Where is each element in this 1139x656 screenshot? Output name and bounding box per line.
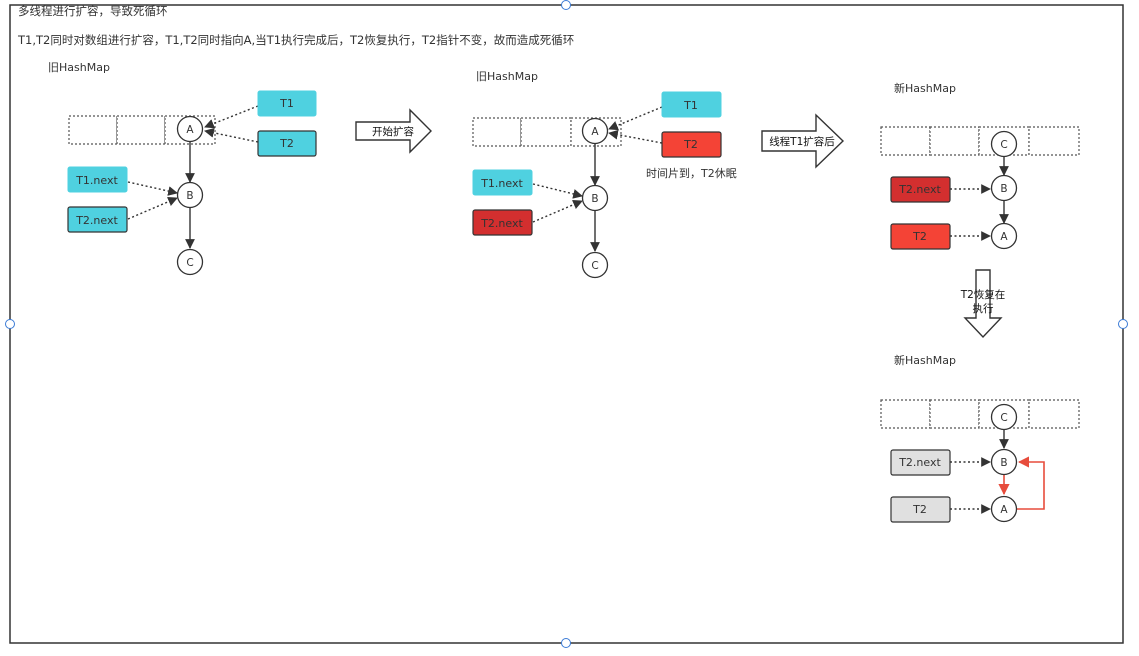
pointer-label: T2.next [898, 183, 941, 196]
pointer-label: T1 [683, 99, 698, 112]
node-c [176, 248, 204, 276]
diagram-title: 多线程进行扩容，导致死循环 [18, 4, 168, 18]
node-b [176, 181, 204, 209]
node-label: C [186, 257, 193, 269]
node-c [581, 251, 609, 279]
arrow-label: T2恢复在 [960, 288, 1006, 301]
pointer-label: T2 [912, 230, 927, 243]
pointer-label: T2 [683, 138, 698, 151]
node-a [990, 495, 1018, 523]
block-arrow-down [963, 269, 1003, 339]
bucket-cell [880, 399, 931, 429]
pointer-box-t1-next [472, 169, 533, 196]
pointer-box-t2-next [472, 209, 533, 236]
node-label: C [1000, 139, 1007, 151]
panel-old-hashmap-2: 旧HashMap A B C T1 T2 时间片到，T2休眠 T1.next T… [472, 70, 737, 279]
node-b [990, 448, 1018, 476]
node-b [990, 174, 1018, 202]
pointer-label: T1 [279, 97, 294, 110]
bucket-cell [68, 115, 118, 145]
pointer-box-t2-next [67, 206, 128, 233]
pointer-t2next-b [127, 196, 178, 220]
node-label: A [1000, 504, 1008, 516]
pointer-label: T1.next [75, 174, 118, 187]
bucket-cell [1028, 126, 1080, 156]
node-label: B [1000, 457, 1007, 469]
pointer-box-t1 [661, 91, 722, 118]
node-a [990, 222, 1018, 250]
node-label: B [1000, 183, 1007, 195]
panel-label: 旧HashMap [48, 61, 110, 74]
pointer-t1next-b [532, 183, 583, 199]
panel-new-hashmap-2: 新HashMap C B A T2.next T2 [880, 353, 1080, 523]
pointer-box-t1-next [67, 166, 128, 193]
diagram-description: T1,T2同时对数组进行扩容，T1,T2同时指向A,当T1执行完成后，T2恢复执… [17, 33, 574, 47]
pointer-t2-a [204, 127, 259, 143]
pointer-label: T2.next [898, 456, 941, 469]
block-arrow-right [761, 113, 845, 169]
pointer-label: T2.next [75, 214, 118, 227]
transition-arrow-t2-resume: T2恢复在 执行 [960, 269, 1006, 339]
pointer-box-t2-next [890, 449, 951, 476]
pointer-box-t2 [890, 223, 951, 250]
panel-label: 新HashMap [894, 353, 956, 367]
panel-label: 新HashMap [894, 81, 956, 95]
bucket-cell [929, 399, 980, 429]
panel-label: 旧HashMap [476, 70, 538, 83]
node-c [990, 130, 1018, 158]
pointer-box-t2 [257, 130, 317, 157]
pointer-t1-a [608, 106, 663, 131]
pointer-t2next-b [532, 199, 583, 223]
panel-old-hashmap-1: 旧HashMap A B C T1 T2 T1.next T2.next [48, 61, 317, 276]
node-c [990, 403, 1018, 431]
pointer-box-t2 [661, 131, 722, 158]
resize-handle-top[interactable] [561, 0, 571, 10]
arrow-label: 开始扩容 [372, 125, 414, 138]
selection-frame[interactable] [9, 4, 1124, 644]
bucket-cell [116, 115, 166, 145]
bucket-cell [520, 117, 572, 147]
node-label: A [591, 126, 599, 138]
pointer-box-t1 [257, 90, 317, 117]
node-a [581, 117, 609, 145]
panel-new-hashmap-1: 新HashMap C B A T2.next T2 [880, 81, 1080, 250]
resize-handle-right[interactable] [1118, 319, 1128, 329]
resize-handle-left[interactable] [5, 319, 15, 329]
node-label: B [186, 190, 193, 202]
pointer-t1next-b [127, 181, 178, 196]
pointer-label: T2.next [480, 217, 523, 230]
node-b [581, 184, 609, 212]
t2-sleep-note: 时间片到，T2休眠 [646, 167, 737, 180]
pointer-label: T2 [279, 137, 294, 150]
node-label: C [1000, 412, 1007, 424]
edge-a-b-loop [1017, 456, 1045, 510]
node-label: A [1000, 231, 1008, 243]
pointer-box-t2-next [890, 176, 951, 203]
pointer-label: T2 [912, 503, 927, 516]
bucket-cell [929, 126, 980, 156]
pointer-t1-a [204, 105, 259, 129]
block-arrow-right [355, 108, 432, 154]
arrow-label: 执行 [973, 302, 994, 315]
transition-arrow-after-t1-resize: 线程T1扩容后 [761, 113, 845, 169]
bucket-cell [1028, 399, 1080, 429]
node-label: A [186, 124, 194, 136]
node-label: C [591, 260, 598, 272]
transition-arrow-start-resize: 开始扩容 [355, 108, 432, 154]
pointer-label: T1.next [480, 177, 523, 190]
pointer-box-t2 [890, 496, 951, 523]
bucket-cell [880, 126, 931, 156]
resize-handle-bottom[interactable] [561, 638, 571, 648]
arrow-label: 线程T1扩容后 [769, 135, 835, 148]
node-a [176, 115, 204, 143]
bucket-cell [472, 117, 522, 147]
node-label: B [591, 193, 598, 205]
